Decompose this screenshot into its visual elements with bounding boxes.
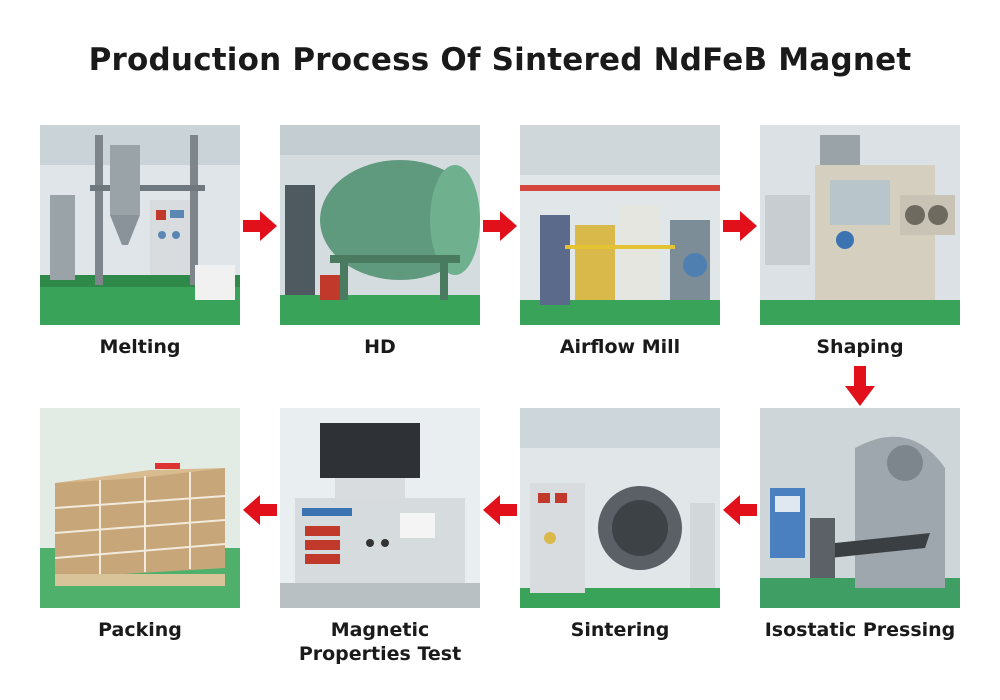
arrow-right-icon bbox=[243, 211, 277, 241]
step-label: Shaping bbox=[816, 336, 904, 358]
packed-boxes-photo bbox=[40, 408, 240, 608]
step-sintering: Sintering bbox=[520, 408, 720, 641]
magnetic-tester-photo bbox=[280, 408, 480, 608]
step-label: Sintering bbox=[570, 619, 670, 641]
step-packing: Packing bbox=[40, 408, 240, 641]
step-hd: HD bbox=[280, 125, 480, 358]
arrow-left-icon bbox=[723, 495, 757, 525]
step-label: Isostatic Pressing bbox=[764, 619, 956, 641]
hydrogen-decrepitation-furnace-photo bbox=[280, 125, 480, 325]
step-label-line1: Magnetic bbox=[330, 619, 430, 641]
step-label: Packing bbox=[98, 619, 182, 641]
arrow-right-icon bbox=[483, 211, 517, 241]
step-melting: Melting bbox=[40, 125, 240, 358]
step-label: HD bbox=[364, 336, 396, 358]
step-isostatic-pressing: Isostatic Pressing bbox=[760, 408, 960, 641]
step-shaping: Shaping bbox=[760, 125, 960, 358]
step-label: Airflow Mill bbox=[559, 336, 681, 358]
page-title: Production Process Of Sintered NdFeB Mag… bbox=[88, 42, 912, 78]
arrow-left-icon bbox=[243, 495, 277, 525]
step-magnetic-properties-test: Magnetic Properties Test bbox=[280, 408, 480, 665]
arrow-down-icon bbox=[845, 366, 875, 406]
step-label: Melting bbox=[99, 336, 181, 358]
step-label: Magnetic Properties Test bbox=[250, 618, 510, 666]
arrow-right-icon bbox=[723, 211, 757, 241]
airflow-mill-photo bbox=[520, 125, 720, 325]
step-label-line2: Properties Test bbox=[298, 643, 462, 665]
isostatic-press-photo bbox=[760, 408, 960, 608]
melting-furnace-photo bbox=[40, 125, 240, 325]
press-machine-photo bbox=[760, 125, 960, 325]
sintering-furnace-photo bbox=[520, 408, 720, 608]
step-airflow-mill: Airflow Mill bbox=[520, 125, 720, 358]
arrow-left-icon bbox=[483, 495, 517, 525]
